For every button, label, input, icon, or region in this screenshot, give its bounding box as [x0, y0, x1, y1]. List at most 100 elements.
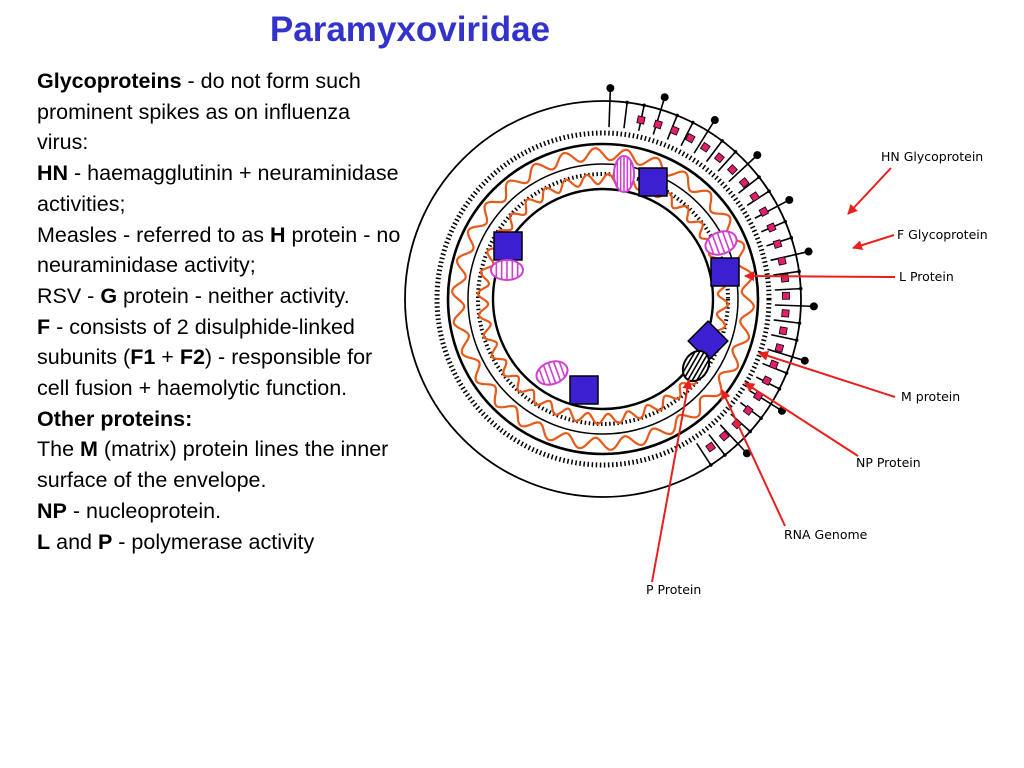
text-measles-b: protein - no neuraminidase activity; [37, 222, 401, 278]
arrow-m-icon [758, 351, 896, 398]
f-spike-head [767, 189, 771, 193]
m-protein-block [758, 206, 770, 217]
paragraph-other-proteins: Other proteins: [37, 404, 407, 435]
term-h: H [270, 222, 286, 247]
m-protein-block [718, 430, 730, 442]
m-protein-block [768, 359, 779, 370]
label-l-protein: L Protein [899, 269, 954, 284]
m-protein-block [772, 239, 783, 249]
text-rsv-a: RSV - [37, 283, 101, 308]
hn-spike-head [606, 84, 615, 93]
hn-spike-head [660, 93, 669, 102]
hn-spike-icon [774, 304, 811, 308]
nucleocapsid-core-circle [491, 187, 715, 411]
hn-spike-head [800, 356, 809, 365]
text-hn: - haemagglutinin + neuraminidase activit… [37, 161, 399, 216]
paragraph-measles: Measles - referred to as H protein - no … [37, 220, 407, 281]
f-spike-head [642, 103, 646, 108]
arrow-p-icon [651, 379, 693, 583]
hn-spike-icon [652, 99, 665, 135]
oval-stripe [691, 354, 708, 382]
f-spike-icon [773, 270, 800, 276]
f-spike-head [789, 236, 794, 240]
f-spike-icon [696, 442, 712, 466]
f-spike-head [720, 139, 724, 143]
oval-stripe [538, 368, 546, 385]
arrow-hn-icon [847, 167, 892, 215]
oval-stripe [707, 238, 715, 255]
hn-spike-head [804, 247, 813, 256]
f-spike-head [733, 150, 738, 154]
paragraph-m: The M (matrix) protein lines the inner s… [37, 434, 407, 495]
m-protein-block [653, 119, 663, 130]
m-protein-block [782, 291, 790, 300]
m-protein-block [726, 164, 738, 176]
m-protein-block [738, 177, 750, 189]
label-np-protein: NP Protein [856, 455, 921, 470]
paragraph-hn: HN - haemagglutinin + neuraminidase acti… [37, 158, 407, 219]
hn-spike-head [809, 302, 818, 311]
f-spike-head [797, 269, 801, 274]
hn-spike-icon [754, 200, 788, 219]
m-protein-block [713, 152, 725, 164]
m-protein-block [766, 222, 777, 233]
envelope-ring [446, 142, 760, 456]
f-spike-head [757, 175, 761, 179]
oval-stripe [684, 350, 701, 378]
label-p-protein: P Protein [646, 582, 701, 597]
nucleocapsid-dotted-ring [476, 172, 730, 426]
f-spike-icon [708, 434, 726, 456]
text-l-p: - polymerase activity [112, 529, 315, 554]
term-g: G [100, 283, 118, 308]
l-protein-square [569, 375, 599, 405]
rna-genome-wave-outer [451, 147, 755, 451]
term-glycoproteins: Glycoproteins [37, 69, 182, 93]
membrane-dotted-ring-outer [434, 130, 772, 468]
f-spike-head [794, 338, 799, 342]
l-protein-square [710, 257, 740, 287]
oval-stripe [682, 351, 696, 373]
f-spike-head [797, 321, 802, 325]
text-f-plus: + [155, 345, 180, 370]
f-spike-icon [774, 287, 801, 291]
paragraph-l-p: L and P - polymerase activity [37, 527, 407, 558]
f-spike-icon [705, 140, 723, 163]
hn-spike-head [742, 449, 751, 458]
f-spike-icon [717, 151, 737, 172]
f-spike-icon [680, 122, 694, 147]
heading-other-proteins: Other proteins: [37, 406, 193, 431]
text-m-b: (matrix) protein lines the inner surface… [37, 437, 389, 493]
arrow-f-icon [852, 234, 895, 251]
hn-spike-icon [748, 389, 780, 410]
hn-spike-icon [728, 156, 756, 183]
text-f-a: - consists of 2 disulphide-linked subuni… [37, 314, 355, 370]
oval-stripe [542, 364, 552, 385]
f-spike-head [759, 416, 763, 420]
f-spike-icon [738, 176, 760, 194]
term-p: P [97, 529, 113, 554]
arrow-np-icon [744, 382, 859, 457]
f-spike-head [798, 286, 803, 291]
oval-stripe [696, 359, 710, 381]
paragraph-glycoproteins: Glycoproteins - do not form such promine… [37, 66, 407, 158]
f-spike-head [709, 463, 713, 467]
text-and: and [50, 529, 98, 554]
m-protein-block [774, 343, 785, 353]
page-title: Paramyxoviridae [269, 10, 551, 49]
hn-spike-icon [608, 91, 612, 128]
hn-spike-head [785, 195, 794, 204]
text-rsv-b: protein - neither activity. [117, 283, 350, 308]
rna-genome-wave-inner [476, 172, 730, 426]
f-spike-head [675, 113, 679, 118]
m-protein-block [685, 132, 696, 144]
term-f: F [37, 314, 51, 339]
f-spike-head [625, 100, 629, 105]
description-text: Glycoproteins - do not form such promine… [37, 66, 407, 557]
m-protein-block [778, 326, 788, 336]
hn-spike-icon [767, 348, 803, 361]
paragraph-f: F - consists of 2 disulphide-linked subu… [37, 312, 407, 404]
f-spike-head [723, 453, 727, 457]
f-spike-icon [623, 102, 628, 129]
text-np: - nucleoprotein. [66, 498, 222, 523]
label-hn-glycoprotein: HN Glycoprotein [881, 149, 983, 164]
